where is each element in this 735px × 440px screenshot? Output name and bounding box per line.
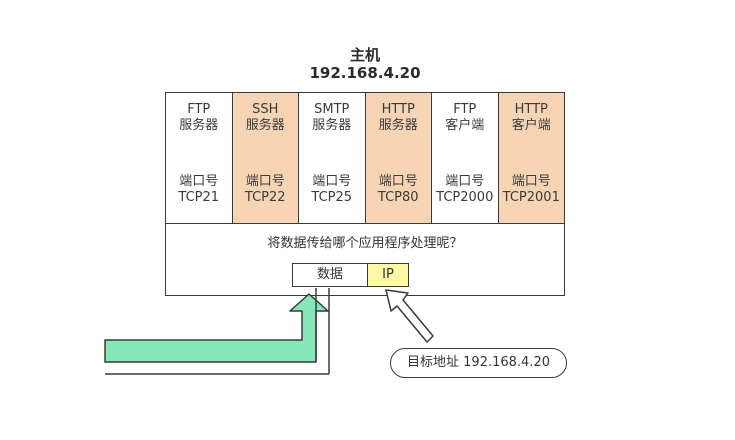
port-label: 端口号 [511,174,551,189]
app-name: HTTP [514,102,548,117]
destination-address-label: 目标地址 192.168.4.20 [390,348,567,378]
destination-pointer-arrow [385,289,434,343]
port-number: TCP2001 [502,190,560,205]
app-name: SSH [252,102,279,117]
packet-data-field: 数据 [293,264,368,286]
incoming-data-arrow [104,293,329,363]
port-number: TCP21 [178,190,220,205]
app-role: 服务器 [312,118,352,133]
app-role: 服务器 [179,118,219,133]
app-name: HTTP [381,102,415,117]
port-label: 端口号 [312,174,352,189]
app-role: 客户端 [445,118,485,133]
port-label: 端口号 [179,174,219,189]
port-number: TCP80 [377,190,419,205]
port-label: 端口号 [445,174,485,189]
app-role: 服务器 [245,118,285,133]
app-name: FTP [453,102,477,117]
packet: 数据 IP [292,263,409,287]
port-number: TCP25 [311,190,353,205]
port-label: 端口号 [378,174,418,189]
port-number: TCP22 [244,190,286,205]
question-text: 将数据传给哪个应用程序处理呢？ [267,236,463,251]
app-name: SMTP [314,102,350,117]
app-name: FTP [187,102,211,117]
port-number: TCP2000 [436,190,494,205]
host-title: 主机 [349,46,380,64]
host-ip: 192.168.4.20 [309,64,421,82]
packet-ip-field: IP [368,264,408,286]
port-label: 端口号 [245,174,285,189]
app-role: 服务器 [378,118,418,133]
app-role: 客户端 [511,118,551,133]
